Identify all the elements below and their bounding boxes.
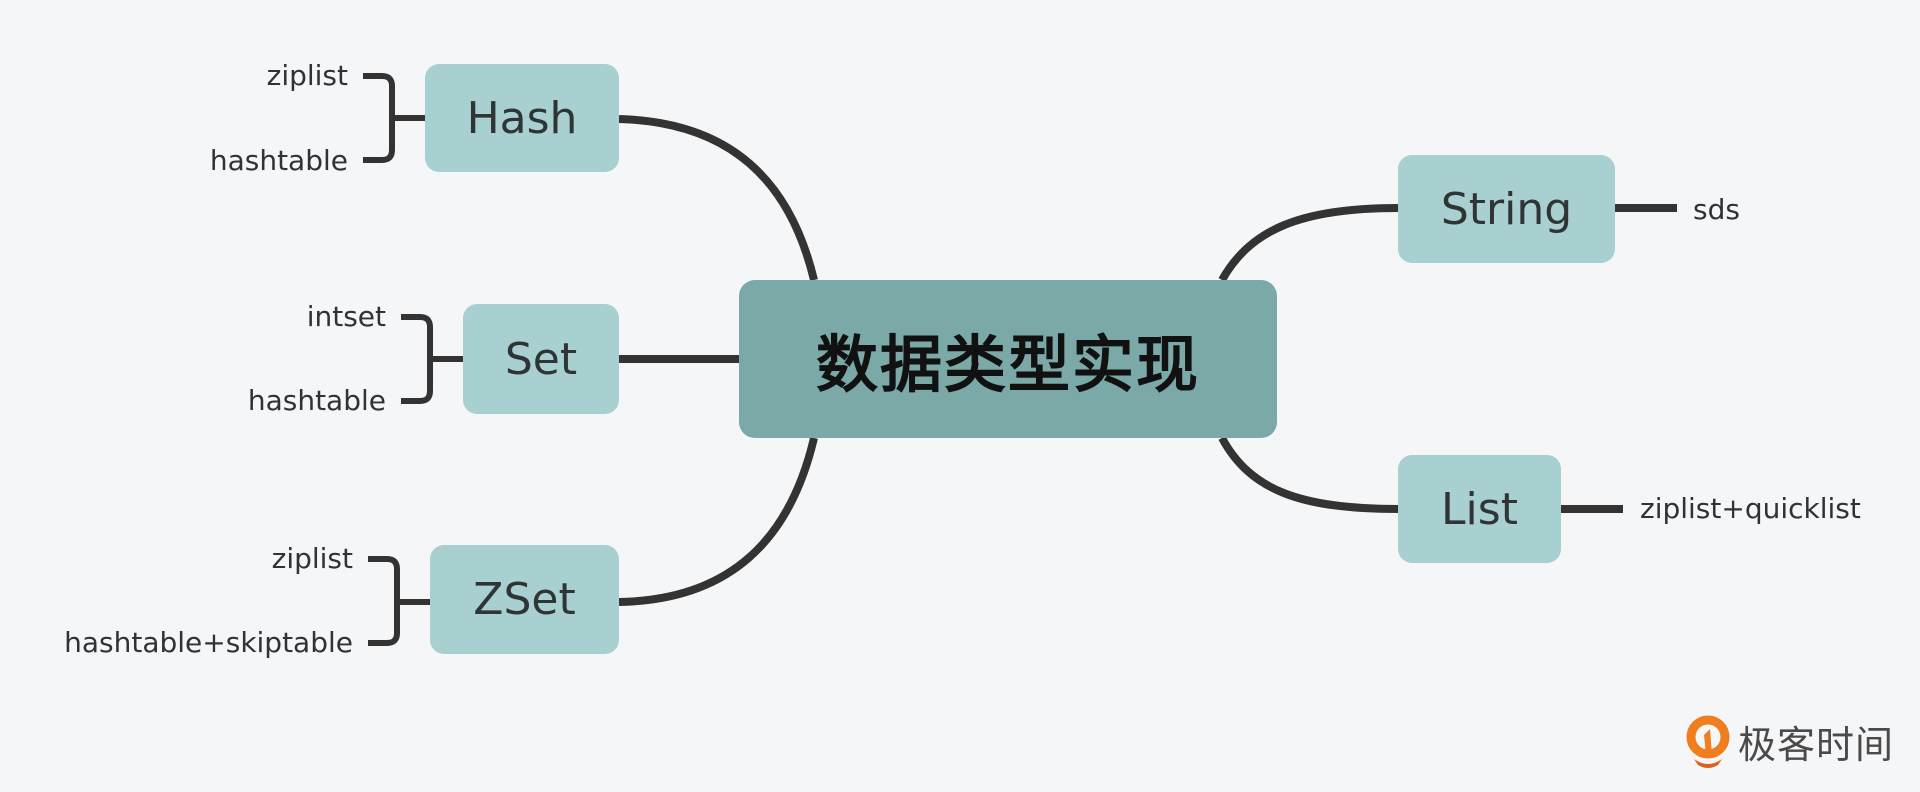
leaf-string-sds[interactable]: sds <box>1693 193 1740 226</box>
node-string[interactable]: String <box>1398 155 1615 263</box>
node-set-label: Set <box>504 333 578 385</box>
node-set[interactable]: Set <box>463 304 619 414</box>
leaf-hash-hashtable[interactable]: hashtable <box>209 144 348 177</box>
leaf-zset-hashtable-skiptable[interactable]: hashtable+skiptable <box>64 626 353 659</box>
bracket-hash <box>363 73 425 163</box>
central-topic[interactable]: 数据类型实现 <box>739 280 1277 438</box>
leaf-set-intset[interactable]: intset <box>306 300 386 333</box>
node-list-label: List <box>1441 483 1518 535</box>
bracket-set <box>401 314 463 404</box>
node-string-label: String <box>1440 183 1573 235</box>
bracket-zset <box>368 556 430 646</box>
leaf-hash-ziplist[interactable]: ziplist <box>266 59 348 92</box>
geektime-logo: 极客时间 <box>1686 714 1894 769</box>
leaf-set-hashtable[interactable]: hashtable <box>247 384 386 417</box>
central-topic-label: 数据类型实现 <box>815 328 1200 401</box>
geektime-logo-icon <box>1686 715 1730 768</box>
node-list[interactable]: List <box>1398 455 1561 563</box>
leaf-list-ziplist-quicklist[interactable]: ziplist+quicklist <box>1640 492 1861 525</box>
node-zset-label: ZSet <box>473 574 576 625</box>
node-hash-label: Hash <box>466 92 578 144</box>
link-string <box>1218 204 1399 282</box>
node-hash[interactable]: Hash <box>425 64 619 172</box>
leaf-zset-ziplist[interactable]: ziplist <box>271 542 353 575</box>
node-zset[interactable]: ZSet <box>430 545 619 654</box>
geektime-logo-text: 极客时间 <box>1738 723 1895 767</box>
link-zset <box>618 437 818 606</box>
link-hash <box>618 115 818 281</box>
link-list <box>1218 436 1399 513</box>
